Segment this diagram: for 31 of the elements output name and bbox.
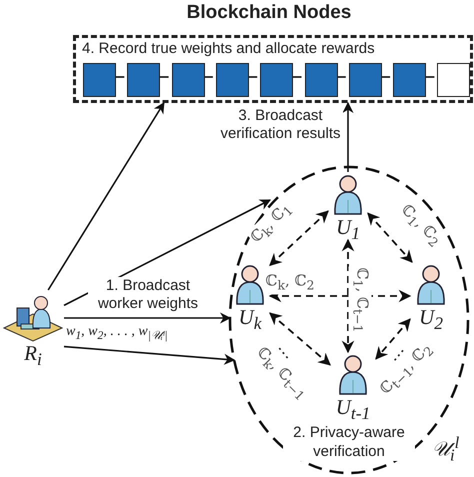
node-label: U$_{2}$ [418,306,444,334]
arrow [342,102,354,172]
dashed-arrow [367,212,413,263]
dashed-arrow [375,318,411,360]
dashed-arrow [342,238,354,354]
block [216,63,249,97]
dashed-arrow [269,210,329,266]
node-label: R$_{i}$ [23,342,43,370]
block [437,63,470,97]
blockchain-box [73,35,473,103]
edge-label: ℂ$_{k}$, ℂ$_{2}$ [264,272,316,294]
block [393,63,426,97]
node-label: U$_{1}$ [335,216,361,244]
ellipsis: ⋮ [386,344,410,368]
arrow [64,346,236,365]
block [348,63,382,97]
block [260,63,294,97]
ellipsis: ⋮ [272,342,296,366]
arrow [64,312,232,324]
diagram-title: Blockchain Nodes [186,2,352,24]
block [83,63,116,97]
weights-label: w$_{1}$, w$_{2}$, . . . , w$_{|𝒰ᵢˡ|}$ [66,323,168,344]
arrow [48,102,165,290]
node-label: U$_{t-1}$ [334,396,372,424]
step-label: 2. Privacy-aware verification [283,423,415,461]
block [172,63,205,97]
step-label: 4. Record true weights and allocate rewards [82,40,375,57]
node-label: U$_{k}$ [238,306,263,334]
dashed-arrow [269,312,331,366]
block [127,63,160,97]
block [304,63,338,97]
